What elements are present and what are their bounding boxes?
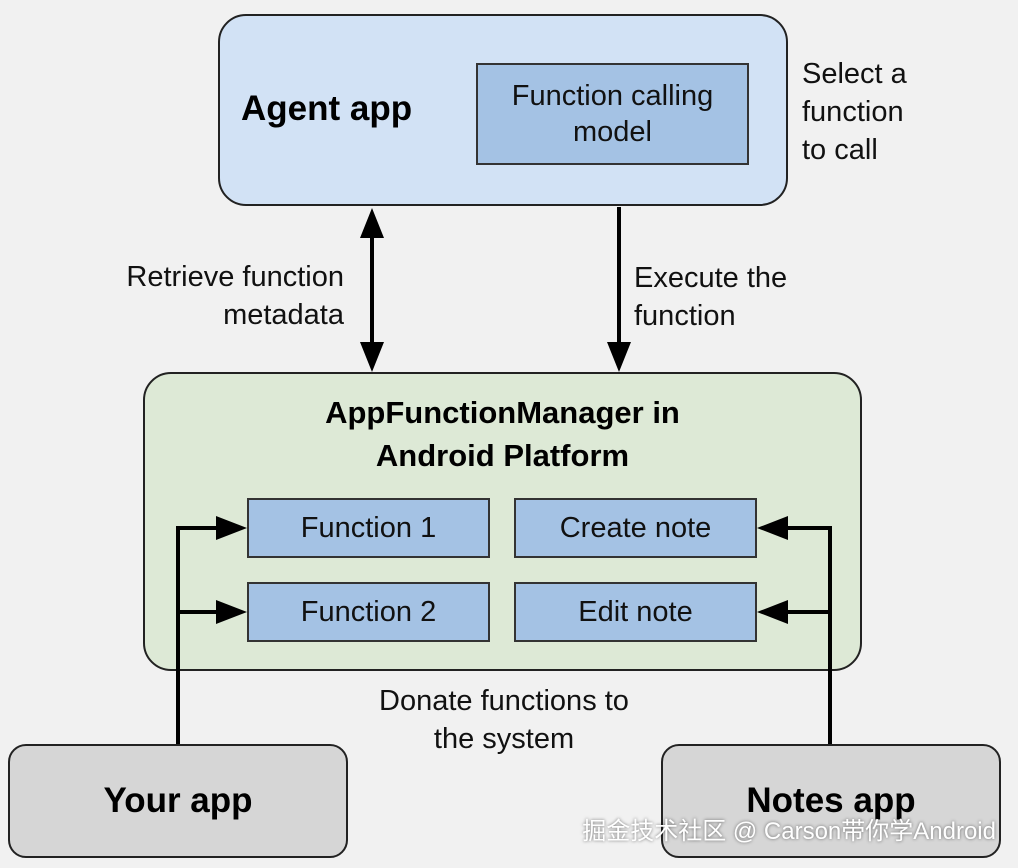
retrieve-label-line2: metadata	[223, 299, 344, 331]
manager-title-line2: Android Platform	[375, 438, 630, 473]
execute-label-line2: function	[634, 300, 736, 332]
function-1-box: Function 1	[247, 498, 490, 558]
your-app-title: Your app	[103, 781, 253, 820]
function-calling-model-label: Function calling model	[511, 80, 714, 148]
execute-label-line1: Execute the	[634, 262, 788, 294]
watermark-text: 掘金技术社区 @ Carson带你学Android	[582, 818, 996, 845]
retrieve-label-line1: Retrieve function	[126, 261, 344, 293]
execute-function-arrow	[607, 207, 631, 372]
edit-note-label: Edit note	[578, 596, 693, 628]
retrieve-metadata-arrow	[360, 208, 384, 372]
your-app-donate-arrows	[176, 516, 247, 744]
side-note-line2: function	[802, 96, 904, 128]
notes-app-title: Notes app	[746, 781, 916, 820]
your-app-box	[8, 744, 348, 858]
function-2-label: Function 2	[300, 596, 437, 628]
agent-app-title: Agent app	[241, 89, 413, 128]
side-note-line1: Select a	[802, 58, 907, 90]
function-1-label: Function 1	[300, 512, 437, 544]
notes-app-donate-arrows	[757, 516, 832, 744]
edit-note-box: Edit note	[514, 582, 757, 642]
manager-title-line1: AppFunctionManager in	[325, 395, 680, 430]
donate-label-line1: Donate functions to	[379, 685, 629, 717]
notes-app-box	[661, 744, 1001, 858]
function-2-box: Function 2	[247, 582, 490, 642]
create-note-box: Create note	[514, 498, 757, 558]
donate-label-line2: the system	[433, 723, 575, 755]
side-note-line3: to call	[802, 134, 878, 166]
function-calling-model-box: Function calling model	[476, 63, 749, 165]
create-note-label: Create note	[559, 512, 712, 544]
